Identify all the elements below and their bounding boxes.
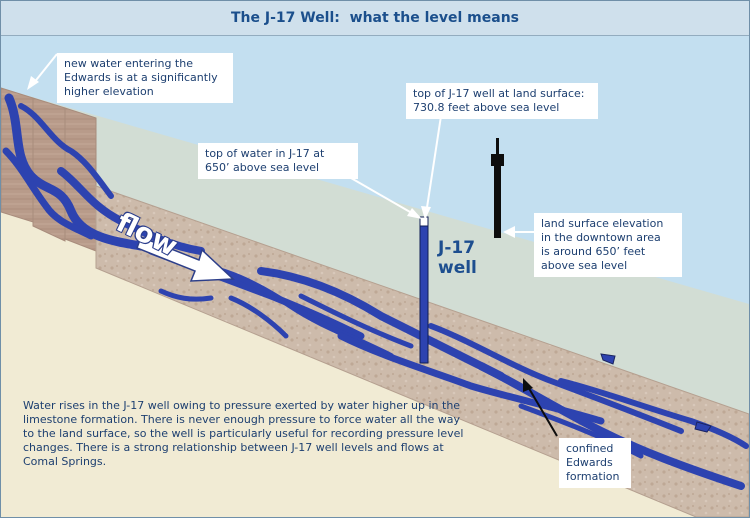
callout-confined: confined Edwards formation: [559, 438, 631, 488]
callout-pointer-icon: [27, 53, 536, 238]
cross-section-scene: [1, 36, 749, 517]
confined-pointer: [523, 378, 558, 437]
water-pocket-2: [694, 421, 712, 433]
diagram-title: The J-17 Well: what the level means: [230, 10, 519, 26]
callout-line: formation: [566, 470, 620, 483]
callout-line: top of water in J-17 at: [205, 147, 325, 160]
callout-top-of-well: top of J-17 well at land surface: 730.8 …: [406, 83, 598, 119]
callout-top-of-water: top of water in J-17 at 650’ above sea l…: [198, 143, 358, 179]
callout-line: Edwards: [566, 456, 613, 469]
callout-line: is around 650’ feet: [541, 245, 646, 258]
callout-line: higher elevation: [64, 85, 154, 98]
well-marker-icon: [491, 138, 504, 238]
flow-arrow-icon: [136, 236, 235, 282]
water-pocket-1: [600, 353, 616, 365]
callout-line: 730.8 feet above sea level: [413, 101, 560, 114]
j17-well-top: [419, 216, 429, 227]
callout-land-surface: land surface elevation in the downtown a…: [534, 213, 682, 277]
callout-line: in the downtown area: [541, 231, 661, 244]
callout-line: Edwards is at a significantly: [64, 71, 218, 84]
well-label-line: well: [438, 258, 477, 278]
callout-line: new water entering the: [64, 57, 193, 70]
explanation-text: Water rises in the J-17 well owing to pr…: [23, 399, 464, 468]
water-channels: [2, 93, 749, 490]
callout-line: above sea level: [541, 259, 628, 272]
callout-line: 650’ above sea level: [205, 161, 320, 174]
callout-line: land surface elevation: [541, 217, 664, 230]
callout-line: top of J-17 well at land surface:: [413, 87, 585, 100]
j17-well-casing: [419, 216, 429, 364]
callout-line: confined: [566, 442, 614, 455]
well-label-line: J-17: [438, 238, 476, 258]
title-bar: The J-17 Well: what the level means: [1, 1, 749, 36]
callout-new-water: new water entering the Edwards is at a s…: [57, 53, 233, 103]
well-label: J-17 well: [438, 238, 477, 278]
